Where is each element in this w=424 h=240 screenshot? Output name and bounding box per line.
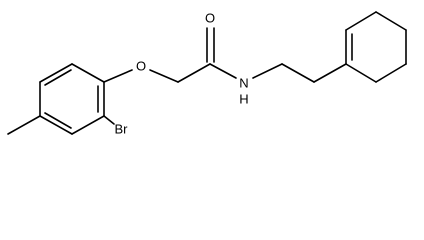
- nitrogen-ethyl-bond: [252, 63, 283, 79]
- cyclohexene-ring: [345, 11, 407, 83]
- aryl-oxygen-bond: [103, 69, 133, 83]
- amide-nitrogen-label: N: [239, 76, 248, 91]
- amide-hydrogen-label: H: [239, 92, 248, 107]
- ether-oxygen-label: O: [136, 59, 146, 74]
- ethyl-bond: [281, 63, 315, 83]
- bromo-bond: [103, 115, 115, 125]
- methyl-bond: [7, 115, 41, 135]
- methylene-carbonyl-bond: [177, 63, 211, 83]
- ring-bond-6: [71, 63, 105, 83]
- chemical-structure: Br O O N H: [7, 11, 407, 137]
- ring-double-bond-1: [44, 69, 72, 86]
- ring-double-bond-2: [44, 112, 72, 129]
- cyclohexene-bond-3: [375, 11, 407, 31]
- cyclohexene-bond-5: [375, 63, 407, 83]
- ring-bond-4: [71, 115, 105, 135]
- carbonyl-oxygen-label: O: [205, 11, 215, 26]
- bromine-label: Br: [115, 122, 129, 137]
- oxygen-methylene-bond: [149, 69, 179, 83]
- benzene-ring: [39, 63, 105, 135]
- cyclohexene-bond-2: [345, 11, 377, 31]
- ring-bond-3: [39, 115, 73, 135]
- ring-bond-1: [39, 63, 73, 83]
- carbonyl-nitrogen-bond: [209, 63, 237, 79]
- cyclohexene-bond-6: [345, 63, 377, 83]
- ethyl-ring-bond: [313, 63, 347, 83]
